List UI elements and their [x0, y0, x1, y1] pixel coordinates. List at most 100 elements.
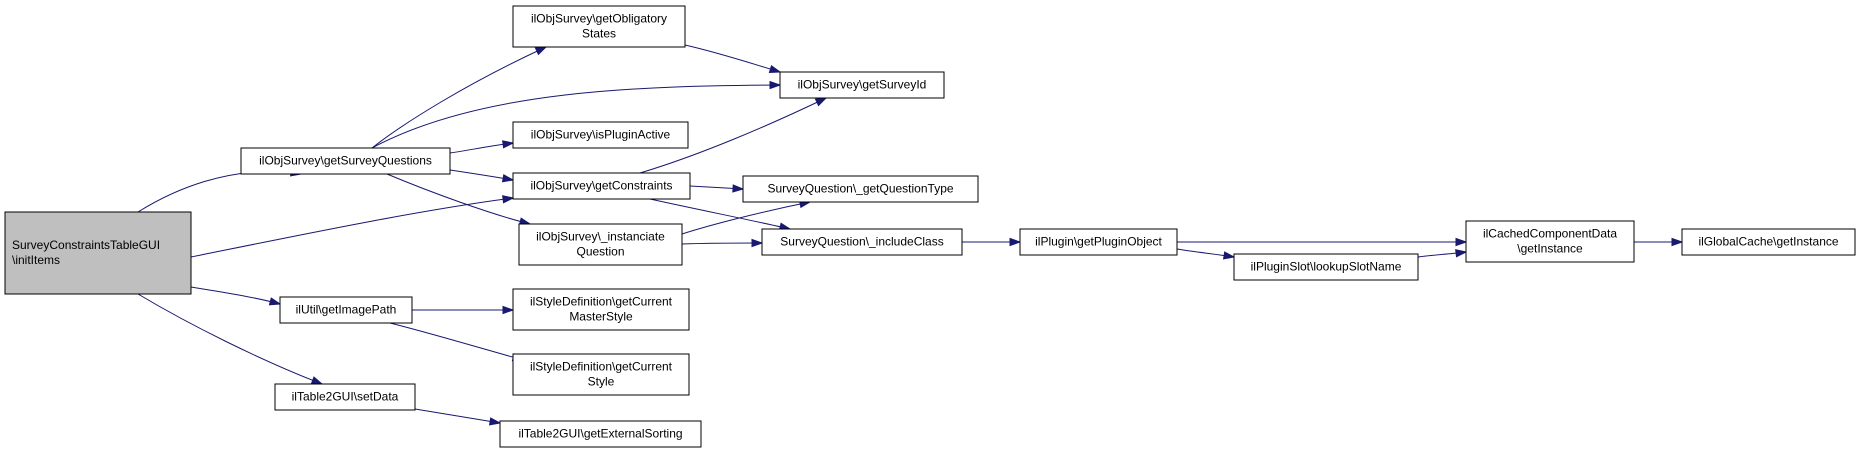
node-box [512, 5, 686, 48]
node-box [742, 175, 979, 203]
node-label-line: ilGlobalCache\getInstance [1698, 235, 1838, 249]
arrowhead [768, 64, 782, 74]
node-label-line: ilObjSurvey\getConstraints [530, 179, 672, 193]
edge-line [137, 293, 323, 385]
node-label-line: \initItems [12, 253, 60, 267]
edge-line [137, 171, 302, 213]
edge-root-to-getImagePath [190, 286, 282, 306]
node-label-line: Style [588, 375, 615, 389]
arrowhead [1009, 237, 1022, 247]
arrowhead [501, 174, 515, 183]
edge-line [389, 322, 524, 361]
arrowhead [751, 238, 764, 248]
node-box [779, 71, 945, 99]
edge-line [371, 84, 781, 149]
node-label-line: ilStyleDefinition\getCurrent [530, 295, 673, 309]
arrowhead [488, 417, 502, 426]
node-root[interactable]: SurveyConstraintsTableGUI\initItems [4, 211, 192, 295]
node-box [518, 223, 683, 266]
edge-getPluginObject-to-lookupSlotName [1176, 248, 1236, 260]
node-lookupSlotName[interactable]: ilPluginSlot\lookupSlotName [1233, 253, 1419, 281]
edge-getImagePath-to-getCurrentStyle [389, 322, 525, 362]
node-globalCacheGetInstance[interactable]: ilGlobalCache\getInstance [1681, 228, 1856, 256]
node-box [1465, 220, 1635, 263]
edge-getPluginObject-to-cachedGetInstance [1177, 237, 1468, 247]
node-label-line: ilTable2GUI\getExternalSorting [518, 427, 682, 441]
edge-getImagePath-to-getCurrentMasterStyle [412, 305, 515, 315]
edge-cachedGetInstance-to-globalCacheGetInstance [1633, 237, 1684, 247]
edge-includeClass-to-getPluginObject [961, 237, 1022, 247]
arrowhead [814, 97, 828, 107]
node-label-line: ilObjSurvey\_instanciate [536, 230, 665, 244]
arrowhead [502, 305, 515, 315]
node-getConstraints[interactable]: ilObjSurvey\getConstraints [512, 172, 691, 200]
arrowhead [502, 140, 515, 149]
node-getImagePath[interactable]: ilUtil\getImagePath [279, 296, 413, 324]
edge-line [190, 286, 281, 305]
edge-line [649, 198, 791, 230]
node-label-line: ilObjSurvey\getSurveyQuestions [259, 154, 432, 168]
edge-instanciateQuestion-to-includeClass [681, 238, 764, 248]
edge-line [371, 46, 547, 149]
node-getSurveyQuestions[interactable]: ilObjSurvey\getSurveyQuestions [240, 147, 451, 175]
arrowhead [1222, 251, 1236, 260]
node-getPluginObject[interactable]: ilPlugin\getPluginObject [1019, 228, 1178, 256]
node-box [279, 296, 413, 324]
node-getSurveyId[interactable]: ilObjSurvey\getSurveyId [779, 71, 945, 99]
node-box [761, 228, 963, 256]
arrowhead [268, 297, 282, 306]
node-label-line: SurveyQuestion\_getQuestionType [767, 182, 953, 196]
edge-line [639, 97, 827, 174]
edge-line [414, 408, 501, 424]
arrowhead [1671, 237, 1684, 247]
node-label-line: ilPlugin\getPluginObject [1035, 235, 1162, 249]
edge-root-to-getSurveyQuestions [137, 168, 303, 213]
node-box [1233, 253, 1419, 281]
node-box [1019, 228, 1178, 256]
node-label-line: ilTable2GUI\setData [292, 390, 399, 404]
node-box [499, 420, 702, 448]
node-label-line: \getInstance [1517, 242, 1583, 256]
node-isPluginActive[interactable]: ilObjSurvey\isPluginActive [512, 121, 689, 149]
edge-lookupSlotName-to-cachedGetInstance [1417, 249, 1468, 258]
nodes-layer: SurveyConstraintsTableGUI\initItems ilObj… [4, 5, 1856, 448]
node-box [4, 211, 192, 295]
edge-getSurveyQuestions-to-isPluginActive [449, 140, 515, 154]
edge-getSurveyQuestions-to-getObligatoryStates [371, 46, 548, 149]
edge-getSurveyQuestions-to-getSurveyId [371, 80, 782, 149]
edge-line [681, 242, 763, 245]
node-box [512, 288, 690, 331]
node-label-line: ilPluginSlot\lookupSlotName [1251, 260, 1402, 274]
edge-root-to-getConstraints [190, 195, 515, 258]
node-setData[interactable]: ilTable2GUI\setData [274, 383, 416, 411]
node-label-line: ilStyleDefinition\getCurrent [530, 360, 673, 374]
node-label-line: MasterStyle [569, 310, 633, 324]
arrowhead [732, 184, 745, 193]
edge-getSurveyQuestions-to-getConstraints [449, 169, 515, 183]
edge-line [684, 44, 781, 73]
node-includeClass[interactable]: SurveyQuestion\_includeClass [761, 228, 963, 256]
arrowhead [769, 80, 782, 90]
node-label-line: ilObjSurvey\getObligatory [531, 12, 667, 26]
node-label-line: ilObjSurvey\isPluginActive [531, 128, 671, 142]
edge-getConstraints-to-getQuestionType [689, 184, 745, 193]
node-getExternalSorting[interactable]: ilTable2GUI\getExternalSorting [499, 420, 702, 448]
node-label-line: ilUtil\getImagePath [296, 303, 397, 317]
edge-line [190, 197, 514, 258]
node-label-line: ilCachedComponentData [1483, 227, 1617, 241]
node-cachedGetInstance[interactable]: ilCachedComponentData\getInstance [1465, 220, 1635, 263]
node-label-line: Question [576, 245, 624, 259]
node-box [240, 147, 451, 175]
node-label-line: ilObjSurvey\getSurveyId [798, 78, 927, 92]
node-getQuestionType[interactable]: SurveyQuestion\_getQuestionType [742, 175, 979, 203]
arrowhead [534, 46, 548, 56]
edge-getObligatoryStates-to-getSurveyId [684, 44, 782, 74]
node-box [512, 121, 689, 149]
arrowhead [310, 376, 324, 385]
edge-line [681, 201, 811, 235]
